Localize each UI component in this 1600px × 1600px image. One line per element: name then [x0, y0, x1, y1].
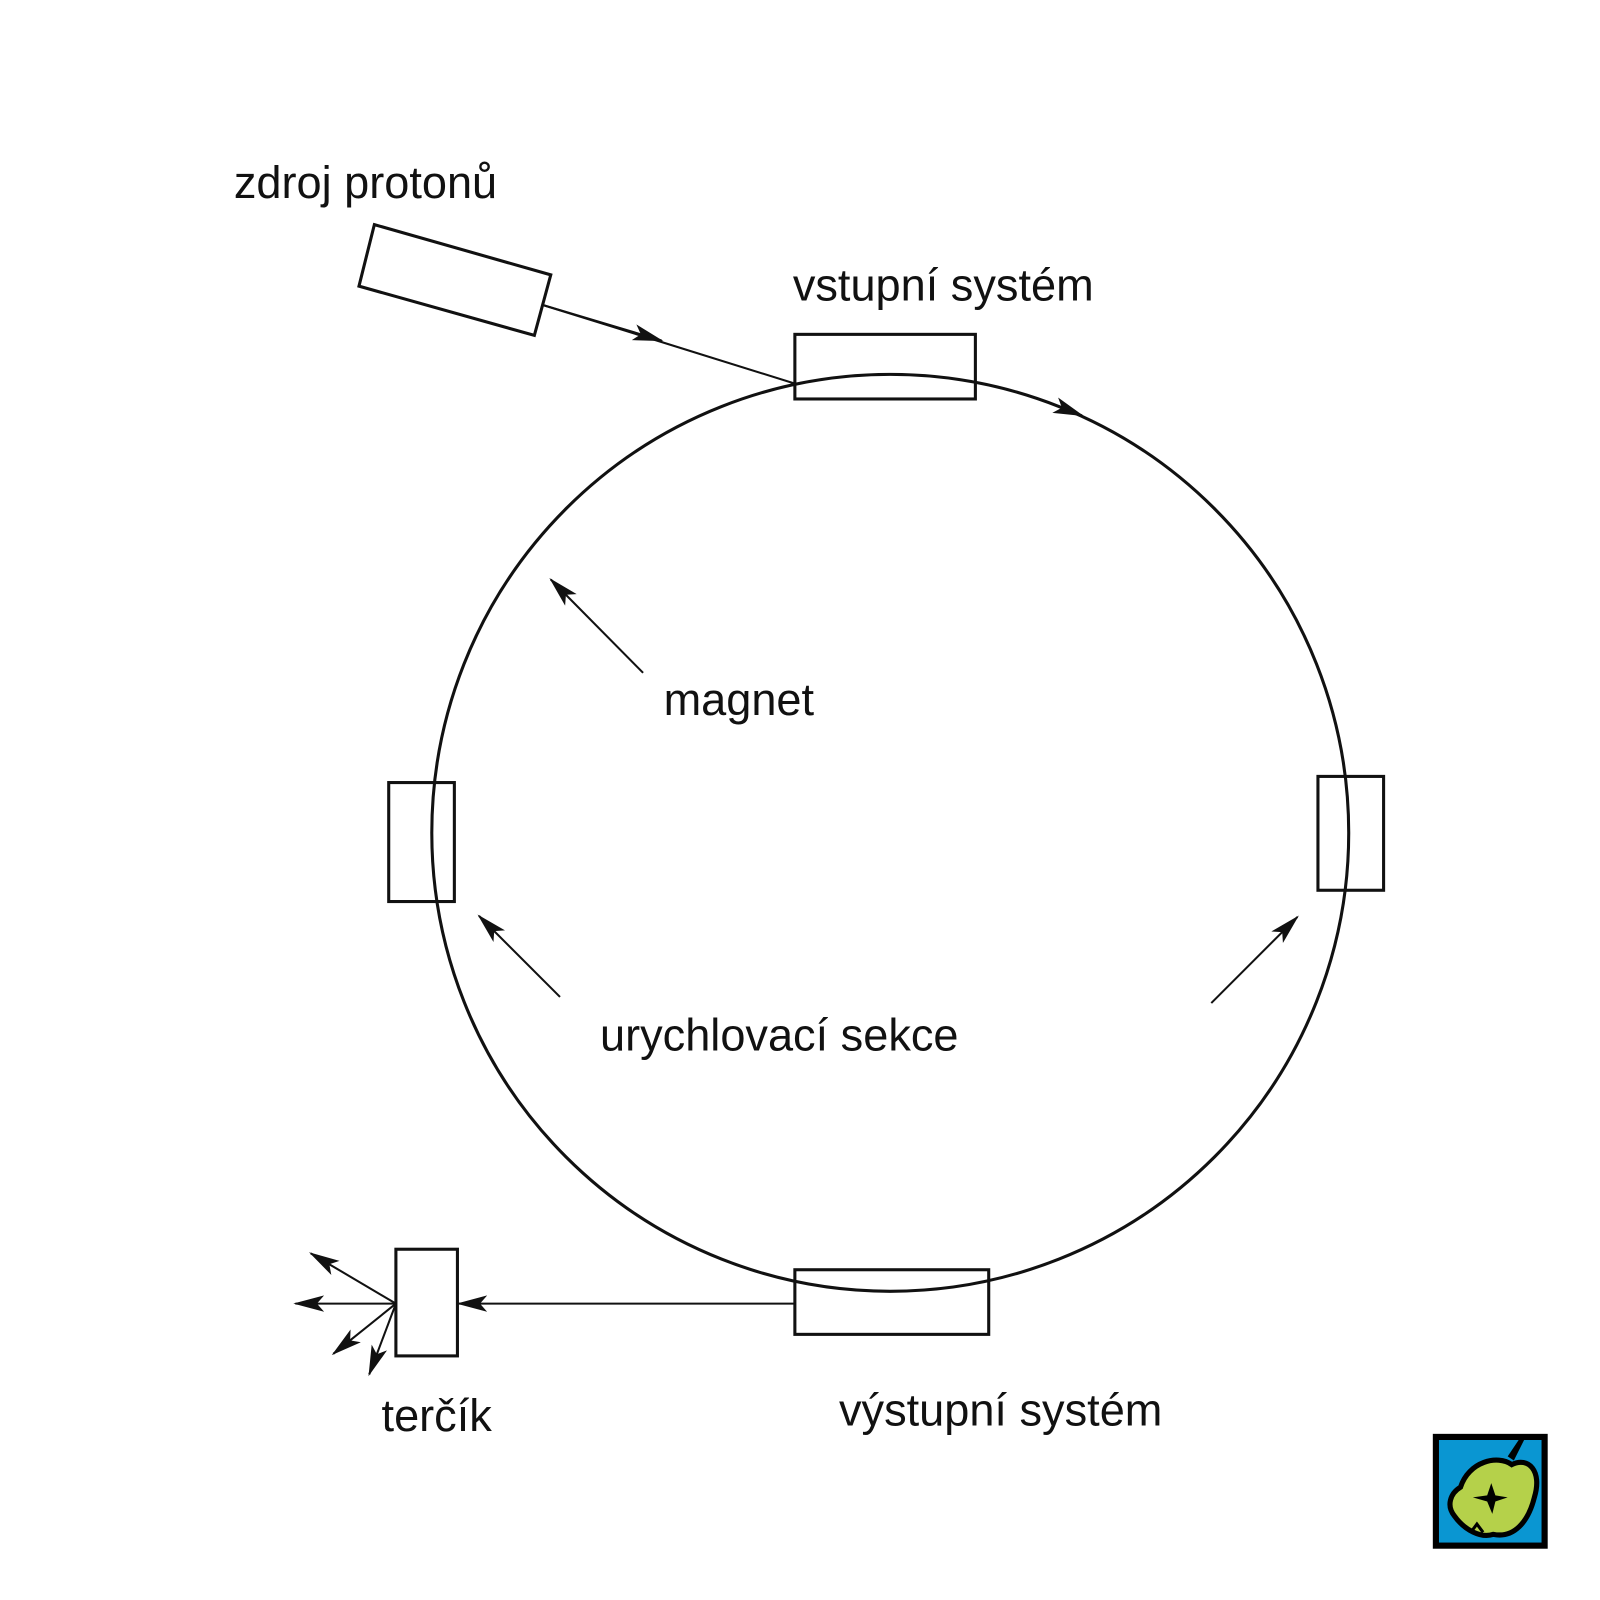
- label-injection-system: vstupní systém: [793, 260, 1094, 311]
- proton-source-box: [357, 222, 553, 338]
- label-target: terčík: [382, 1390, 493, 1441]
- label-extraction-system: výstupní systém: [839, 1385, 1162, 1436]
- accel-section-right-box: [1316, 774, 1386, 892]
- scatter-arrow: [331, 1302, 397, 1356]
- accel-section-left-box: [387, 781, 456, 904]
- label-source: zdroj protonů: [234, 157, 497, 208]
- label-magnet: magnet: [664, 674, 815, 725]
- ring-direction-arrow: [1035, 396, 1084, 417]
- scattered-particles: [293, 1252, 397, 1377]
- apple-logo-icon: [1432, 1433, 1548, 1549]
- magnet-pointer-arrow: [549, 578, 644, 674]
- extraction-system-box: [793, 1268, 991, 1336]
- accelerator-ring: [430, 372, 1351, 1293]
- scatter-arrow: [368, 1303, 397, 1377]
- injection-arrow: [541, 303, 664, 342]
- target-box: [394, 1247, 459, 1358]
- injection-system-box: [793, 332, 977, 401]
- accel-right-pointer-arrow: [1210, 915, 1299, 1004]
- accel-left-pointer-arrow: [477, 914, 561, 998]
- label-acceleration-section: urychlovací sekce: [600, 1009, 959, 1060]
- scatter-arrow: [309, 1252, 397, 1305]
